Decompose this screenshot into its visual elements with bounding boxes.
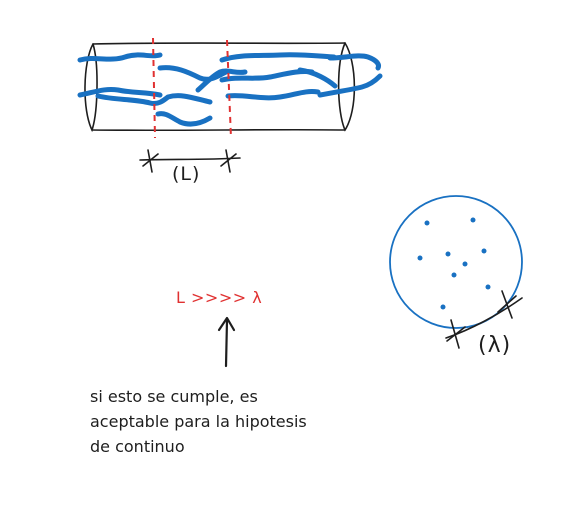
fiber-strand (219, 52, 337, 63)
mean-free-path-tick-right-slash (497, 295, 517, 313)
pipe-right-end (337, 42, 356, 132)
particle-dot (470, 217, 476, 223)
particle-dot (481, 248, 487, 254)
section-line-left (152, 37, 156, 139)
continuum-note: si esto se cumple, es aceptable para la … (90, 384, 410, 459)
fiber-strand (77, 87, 163, 98)
arrow-shaft (224, 318, 229, 368)
up-arrow-icon (217, 316, 236, 368)
fiber-strand (225, 89, 321, 101)
dimension-tick-left-slash (142, 153, 159, 167)
section-line-right (226, 39, 232, 139)
particle-dot (462, 261, 468, 267)
dimension-line (139, 157, 241, 161)
fiber-strand (327, 53, 381, 71)
fiber-strand (317, 73, 383, 98)
particle-dot (424, 220, 430, 226)
particle-dot (417, 255, 423, 261)
length-label: (L) (172, 163, 201, 185)
particle-dot (485, 284, 491, 290)
dimension-tick-right-slash (220, 153, 237, 167)
mean-free-path-label: (λ) (478, 333, 512, 358)
particle-dot (440, 304, 446, 310)
fiber-strands (77, 52, 383, 127)
fiber-strand (297, 67, 338, 89)
mean-free-path-tick-left-slash (446, 326, 466, 342)
pipe-cylinder (84, 42, 356, 133)
circle-boundary (389, 195, 523, 329)
mean-free-path-marker (445, 290, 523, 349)
fiber-strand (95, 93, 213, 106)
section-lines (152, 37, 232, 139)
note-line: si esto se cumple, es (90, 387, 258, 406)
scale-relation: L >>>> λ (176, 288, 263, 307)
note-line: de continuo (90, 437, 185, 456)
pipe-top-edge (92, 42, 346, 45)
length-dimension (139, 149, 241, 173)
pipe-left-end (84, 43, 98, 133)
arrow-head (217, 316, 236, 332)
fiber-strand (195, 68, 248, 93)
fiber-strand (157, 65, 229, 82)
particle-dots (417, 217, 491, 310)
particle-dot (445, 251, 451, 257)
particle-dot (451, 272, 457, 278)
fiber-strand (77, 52, 163, 63)
note-line: aceptable para la hipotesis (90, 412, 307, 431)
fiber-strand (155, 111, 213, 127)
pipe-bottom-edge (91, 128, 346, 132)
molecule-circle (389, 195, 523, 329)
